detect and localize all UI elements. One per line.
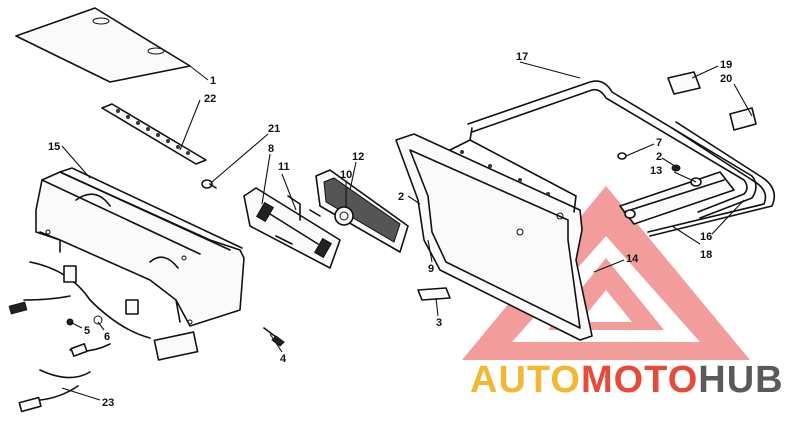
part-15-console-housing <box>35 167 245 327</box>
callout-2a: 2 <box>398 191 404 203</box>
callout-13: 13 <box>650 165 662 177</box>
callout-23: 23 <box>102 397 114 409</box>
callout-5: 5 <box>84 325 90 337</box>
callout-19: 19 <box>720 59 732 71</box>
part-3-pad <box>417 287 451 301</box>
svg-text:AUTOMOTOHUB: AUTOMOTOHUB <box>470 359 784 401</box>
watermark-moto: MOTO <box>581 359 698 401</box>
part-21-screw <box>201 179 217 189</box>
callout-22: 22 <box>204 93 216 105</box>
callout-17: 17 <box>516 51 528 63</box>
callout-21: 21 <box>268 123 280 135</box>
callout-16: 16 <box>700 231 712 243</box>
callout-10: 10 <box>340 169 352 181</box>
callout-4: 4 <box>280 353 287 365</box>
callout-8: 8 <box>268 143 274 155</box>
callout-15: 15 <box>48 141 60 153</box>
callout-20: 20 <box>720 73 732 85</box>
watermark-auto: AUTO <box>470 359 581 401</box>
part-17-rail-frame <box>467 80 776 237</box>
callout-1: 1 <box>210 75 216 87</box>
part-1-cover-plate <box>15 7 191 83</box>
callout-11: 11 <box>278 161 290 173</box>
part-22-decal-strip <box>101 103 207 165</box>
watermark-hub: HUB <box>698 359 783 401</box>
watermark-text: AUTOMOTOHUB <box>470 359 784 401</box>
callout-18: 18 <box>700 249 712 261</box>
part-12-gauge-bezel <box>315 169 409 253</box>
callout-2b: 2 <box>656 151 662 163</box>
part-8-mount-plate <box>243 187 341 269</box>
callout-9: 9 <box>428 263 434 275</box>
leader-lines <box>61 61 753 401</box>
callout-3: 3 <box>436 317 442 329</box>
part-20-decal <box>729 107 757 131</box>
callout-6: 6 <box>104 331 110 343</box>
part-19-decal <box>667 71 701 95</box>
callout-12: 12 <box>352 151 364 163</box>
part-14-windshield-frame <box>395 133 593 341</box>
callout-14: 14 <box>626 253 639 265</box>
callout-7: 7 <box>656 137 662 149</box>
part-4-probe <box>263 327 285 347</box>
wiring-harness <box>8 261 199 413</box>
callout-numbers: 1 22 15 21 8 11 12 10 2 9 3 4 5 6 23 17 … <box>48 51 732 409</box>
